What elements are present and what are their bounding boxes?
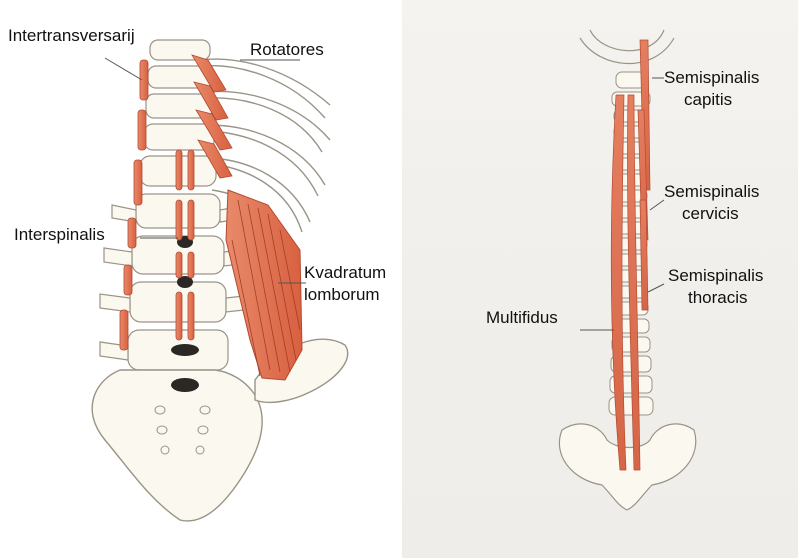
quadratus-lumborum-muscle <box>226 190 302 380</box>
label-semispinalis-cervicis-line1: Semispinalis <box>664 182 759 202</box>
label-semispinalis-capitis-line2: capitis <box>684 90 732 110</box>
label-semispinalis-thoracis-line2: thoracis <box>688 288 748 308</box>
label-rotatores: Rotatores <box>250 40 324 60</box>
label-intertransversarii: Intertransversarij <box>8 26 135 46</box>
label-semispinalis-capitis-line1: Semispinalis <box>664 68 759 88</box>
label-quadratus-lumborum-line1: Kvadratum <box>304 263 386 283</box>
skull-base <box>580 30 674 64</box>
label-semispinalis-thoracis-line1: Semispinalis <box>668 266 763 286</box>
right-figure-panel: Semispinalis capitis Semispinalis cervic… <box>402 0 798 558</box>
label-quadratus-lumborum-line2: lomborum <box>304 285 380 305</box>
pelvis-right <box>559 424 695 510</box>
label-multifidus: Multifidus <box>486 308 558 328</box>
label-interspinalis: Interspinalis <box>14 225 105 245</box>
label-semispinalis-cervicis-line2: cervicis <box>682 204 739 224</box>
left-figure-panel: Intertransversarij Rotatores Interspinal… <box>0 0 398 558</box>
